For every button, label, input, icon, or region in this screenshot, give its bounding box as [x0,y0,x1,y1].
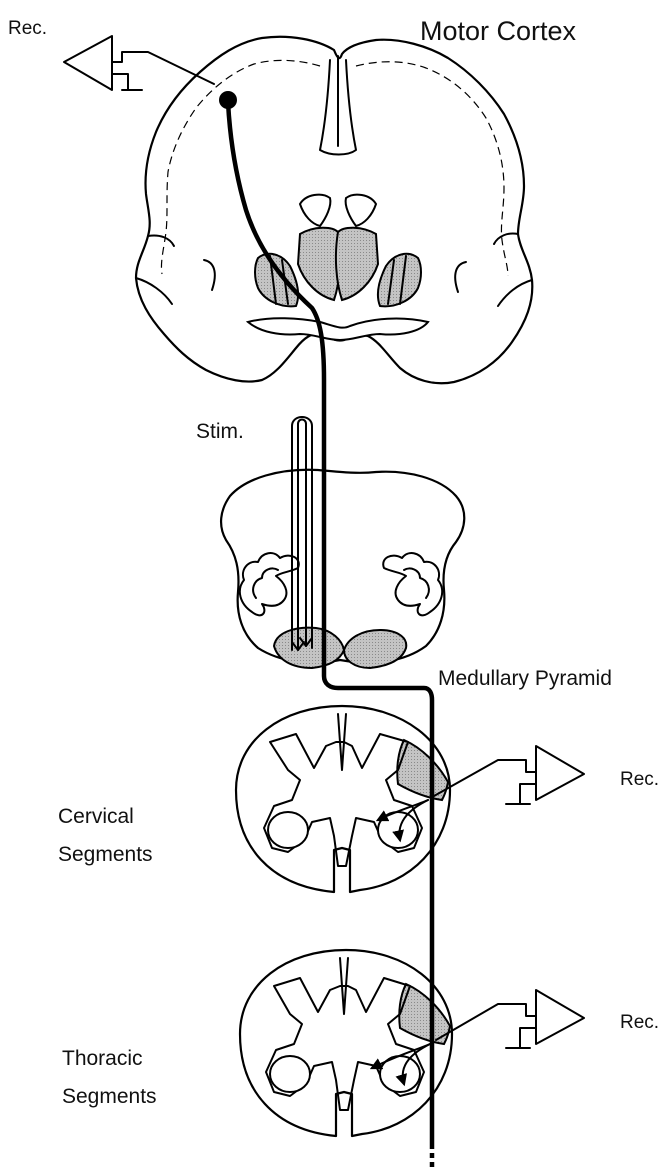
rec-cervical-electrode [434,746,584,804]
medullary-pyramid-label: Medullary Pyramid [438,667,612,690]
rec-thoracic-electrode [436,990,584,1048]
stim-label: Stim. [196,420,244,443]
thoracic-label-line2: Segments [62,1085,157,1108]
thoracic-ventral-horn-left [270,1056,310,1092]
rec-cortex-ground-icon [112,74,142,90]
cervical-cord-outline [236,706,450,892]
rec-thoracic-label: Rec. [620,1012,659,1033]
medulla-outline [221,470,464,663]
rec-cervical-label: Rec. [620,769,659,790]
cervical-section [236,706,450,892]
thoracic-section [240,950,452,1136]
rec-cervical-amplifier-icon [536,746,584,800]
pyramid-left [274,628,344,668]
motor-cortex-label: Motor Cortex [420,16,577,46]
thoracic-label-line1: Thoracic [62,1047,143,1070]
pyramidal-neuron-soma [219,91,237,109]
rec-thoracic-ground-icon [506,1028,536,1048]
cervical-label-line2: Segments [58,843,153,866]
cervical-ventral-horn-left [268,812,308,848]
rec-thoracic-amplifier-icon [536,990,584,1044]
brain-coronal-section [136,37,532,383]
rec-cortex-amplifier-icon [64,36,112,90]
rec-cervical-ground-icon [506,784,536,804]
rec-cortex-label: Rec. [8,18,47,39]
medulla-section [221,470,464,668]
cervical-label-line1: Cervical [58,805,134,828]
